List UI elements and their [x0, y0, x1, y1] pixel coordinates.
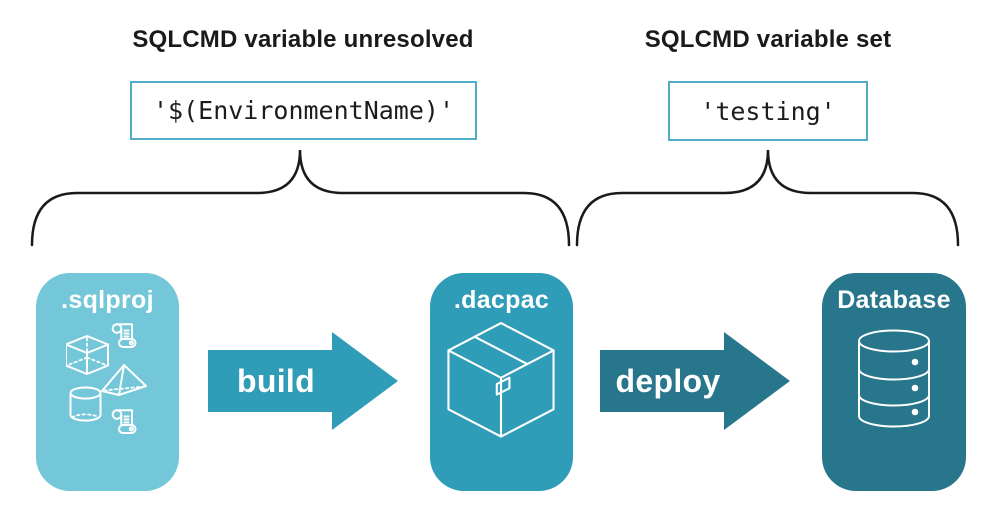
package-icon	[447, 322, 555, 438]
dacpac-node: .dacpac	[430, 273, 573, 491]
brace-build-scope-icon	[30, 149, 571, 247]
heading-sqlcmd-unresolved: SQLCMD variable unresolved	[132, 26, 474, 53]
deploy-arrow-icon	[600, 332, 790, 430]
deploy-arrow-label: deploy	[615, 362, 721, 399]
database-node-label: Database	[837, 286, 951, 314]
database-node: Database	[822, 273, 966, 491]
unresolved-variable-value: '$(EnvironmentName)'	[152, 96, 455, 125]
sqlproj-node: .sqlproj	[36, 273, 179, 491]
database-icon	[858, 329, 930, 428]
code-box-resolved: 'testing'	[668, 81, 868, 141]
brace-deploy-scope-icon	[575, 149, 960, 247]
build-arrow-icon	[208, 332, 398, 430]
dacpac-node-label: .dacpac	[453, 286, 550, 314]
sql-objects-icon	[66, 323, 147, 434]
build-arrow-label: build	[237, 362, 315, 399]
heading-sqlcmd-set: SQLCMD variable set	[644, 26, 892, 53]
code-box-unresolved: '$(EnvironmentName)'	[130, 81, 477, 140]
resolved-variable-value: 'testing'	[700, 96, 836, 126]
sqlproj-node-label: .sqlproj	[61, 286, 154, 314]
